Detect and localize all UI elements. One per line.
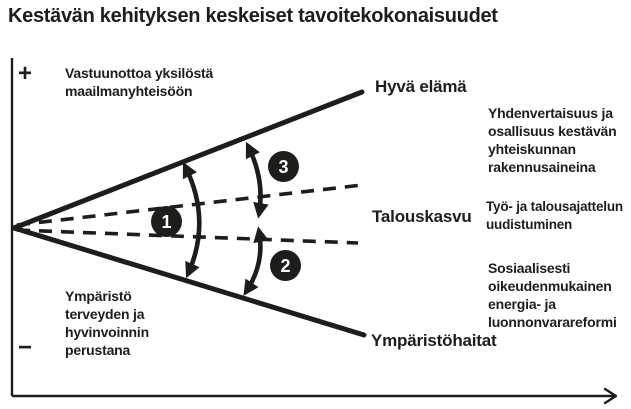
annotation-right-bottom: Sosiaalisesti oikeudenmukainen energia- … [488,260,617,330]
annotation-bottom-left: Ympäristö terveyden ja hyvinvoinnin peru… [65,288,149,358]
badge-1: 1 [151,206,182,237]
arc-arrow-3 [245,141,269,219]
annotation-top-left: Vastuunottoa yksilöstä maailmanyhteisöön [65,65,214,99]
annotation-right-middle: Työ- ja talousajattelun uudistuminen [486,199,623,232]
cone-lower-dashed-line [16,228,359,245]
x-axis-arrow-icon [603,387,618,405]
arc-arrow-1 [182,161,202,279]
badge-3: 3 [268,151,299,182]
cone-upper-dashed-line [16,183,363,227]
plus-sign: + [17,60,32,87]
label-ymparistohaitat: Ympäristöhaitat [371,331,497,350]
cone-bottom-line [11,225,367,338]
label-hyva-elama: Hyvä elämä [375,77,467,96]
cone-top-line [11,89,365,231]
arc-arrow-2 [243,226,269,296]
minus-sign: − [17,334,32,361]
annotation-right-top: Yhdenvertaisuus ja osallisuus kestävän y… [488,105,617,175]
page-title: Kestävän kehityksen keskeiset tavoitekok… [8,5,498,27]
badge-2: 2 [270,250,301,281]
label-talouskasvu: Talouskasvu [372,207,472,226]
